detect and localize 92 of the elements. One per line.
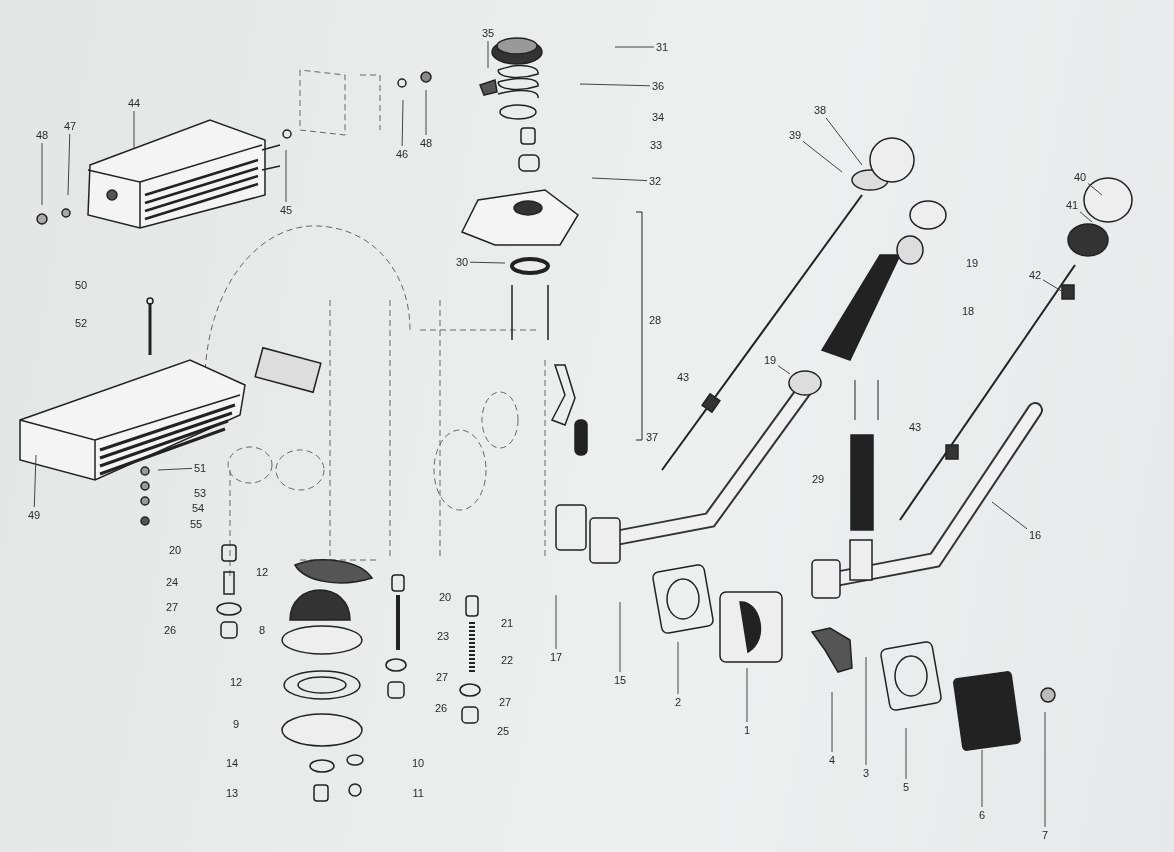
callout-number: 24 (165, 575, 180, 589)
leader-line (1087, 183, 1103, 196)
callout-number: 48 (419, 136, 434, 150)
leader-line (1044, 711, 1046, 828)
callout-number: 26 (163, 623, 178, 637)
leader-line (777, 365, 791, 375)
callout-number: 32 (648, 174, 663, 188)
leader-line (401, 99, 404, 147)
callout-number: 27 (165, 600, 180, 614)
leader-line (746, 667, 748, 723)
callout-number: 37 (645, 430, 660, 444)
leader-line (285, 149, 287, 203)
callout-number: 35 (481, 26, 496, 40)
callout-number: 26 (434, 701, 449, 715)
callout-number: 19 (763, 353, 778, 367)
leader-line (619, 601, 621, 673)
callout-number: 39 (788, 128, 803, 142)
callout-number: 25 (496, 724, 511, 738)
leader-line (865, 656, 867, 766)
callout-number: 5 (902, 780, 911, 794)
leader-line (33, 454, 37, 508)
callout-number: 44 (127, 96, 142, 110)
callout-number: 11 (411, 786, 425, 800)
callout-number: 6 (978, 808, 987, 822)
callout-number: 55 (189, 517, 204, 531)
leader-line (591, 177, 648, 182)
callout-number: 1 (743, 723, 752, 737)
leader-line (555, 594, 557, 650)
leader-line (981, 749, 983, 808)
callout-number: 4 (828, 753, 837, 767)
callout-number: 19 (965, 256, 980, 270)
callout-number: 27 (435, 670, 450, 684)
callout-number: 48 (35, 128, 50, 142)
callout-number: 30 (455, 255, 470, 269)
callout-number: 46 (395, 147, 410, 161)
callout-number: 2 (674, 695, 683, 709)
callout-number: 40 (1073, 170, 1088, 184)
callout-number: 14 (225, 756, 240, 770)
callout-number: 43 (676, 370, 691, 384)
callout-number: 31 (655, 40, 670, 54)
callout-number: 27 (498, 695, 513, 709)
leader-line (614, 46, 655, 48)
callout-number: 49 (27, 508, 42, 522)
callout-number: 50 (74, 278, 89, 292)
leader-line (469, 261, 506, 264)
callout-number: 16 (1028, 528, 1043, 542)
leader-line (1042, 279, 1064, 293)
callout-number: 47 (63, 119, 78, 133)
leader-line (831, 691, 833, 753)
leader-line (133, 110, 135, 149)
callout-number: 42 (1028, 268, 1043, 282)
callout-number: 10 (411, 756, 426, 770)
leader-line (579, 83, 651, 87)
leader-line (67, 133, 71, 196)
callout-number: 41 (1065, 198, 1080, 212)
leader-line (487, 40, 489, 69)
leader-line (425, 89, 427, 136)
callout-number: 9 (232, 717, 241, 731)
leader-line (41, 142, 43, 206)
callout-number: 45 (279, 203, 294, 217)
callout-number: 23 (436, 629, 451, 643)
callout-number: 15 (613, 673, 628, 687)
callout-number: 18 (961, 304, 976, 318)
callout-number: 51 (193, 461, 208, 475)
callout-number: 54 (191, 501, 206, 515)
callout-number: 28 (648, 313, 663, 327)
leader-line (991, 501, 1028, 530)
callout-number: 3 (862, 766, 871, 780)
callout-number: 33 (649, 138, 664, 152)
callout-number: 20 (438, 590, 453, 604)
callout-number: 53 (193, 486, 208, 500)
callout-number: 12 (229, 675, 244, 689)
callout-number: 7 (1041, 828, 1050, 842)
callout-number: 52 (74, 316, 89, 330)
leader-line (677, 641, 679, 695)
callout-number: 36 (651, 79, 666, 93)
callout-number: 43 (908, 420, 923, 434)
callout-number: 29 (811, 472, 826, 486)
leader-line (157, 467, 193, 471)
leader-line (802, 140, 843, 173)
callout-number: 13 (225, 786, 240, 800)
leader-line (825, 117, 863, 166)
callout-number: 34 (651, 110, 666, 124)
callout-number: 20 (168, 543, 183, 557)
callout-number: 22 (500, 653, 515, 667)
callout-number: 17 (549, 650, 564, 664)
callout-number: 38 (813, 103, 828, 117)
callout-number: 12 (255, 565, 270, 579)
leader-line (905, 727, 907, 780)
callout-number: 8 (258, 623, 267, 637)
leader-line (1079, 211, 1093, 223)
callout-number: 21 (500, 616, 515, 630)
